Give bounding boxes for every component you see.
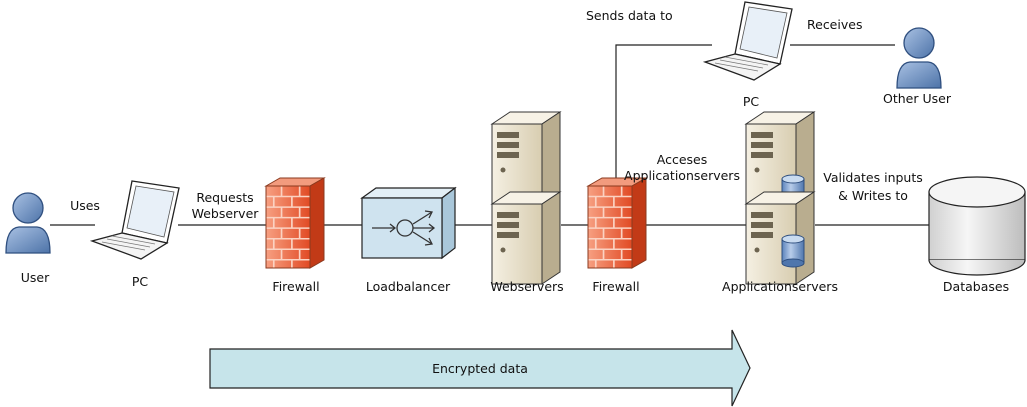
validates-label-line1: Validates inputs [823, 170, 923, 185]
webservers-label: Webservers [490, 279, 564, 294]
acceses-label-line2: Applicationservers [624, 168, 740, 183]
applicationservers-icon [744, 111, 816, 285]
sends-data-to-label: Sends data to [586, 8, 673, 23]
user-label: User [20, 270, 50, 285]
pc-top-label: PC [742, 94, 760, 109]
uses-label: Uses [70, 198, 100, 213]
acceses-label-line1: Acceses [656, 152, 708, 167]
validates-label-line2: & Writes to [838, 188, 908, 203]
firewall-icon [264, 177, 326, 269]
loadbalancer-icon [360, 186, 457, 260]
requests-label-line1: Requests [196, 190, 254, 205]
encrypted-data-label: Encrypted data [432, 361, 528, 376]
laptop-icon [89, 180, 180, 260]
webservers-icon [490, 111, 562, 285]
databases-label: Databases [942, 279, 1010, 294]
laptop-top-icon [702, 1, 793, 81]
databases-icon [928, 176, 1026, 276]
line-firewall-pc-top [615, 44, 712, 180]
encrypted-data-arrow [209, 329, 751, 407]
appserver-unit [744, 191, 816, 285]
pc-label: PC [131, 274, 149, 289]
database-badge-icon [781, 234, 805, 268]
user-icon [5, 192, 51, 254]
applicationservers-label: Applicationservers [722, 279, 838, 294]
other-user-icon [896, 27, 942, 89]
firewall-label: Firewall [272, 279, 320, 294]
requests-label-line2: Webserver [191, 206, 259, 221]
appserver-unit [744, 111, 816, 208]
other-user-label: Other User [883, 91, 951, 106]
firewall-2-icon [586, 177, 648, 269]
webserver-unit [490, 191, 562, 285]
receives-label: Receives [807, 17, 863, 32]
connectors [50, 44, 930, 226]
loadbalancer-label: Loadbalancer [365, 279, 451, 294]
webserver-unit [490, 111, 562, 205]
firewall-2-label: Firewall [592, 279, 640, 294]
